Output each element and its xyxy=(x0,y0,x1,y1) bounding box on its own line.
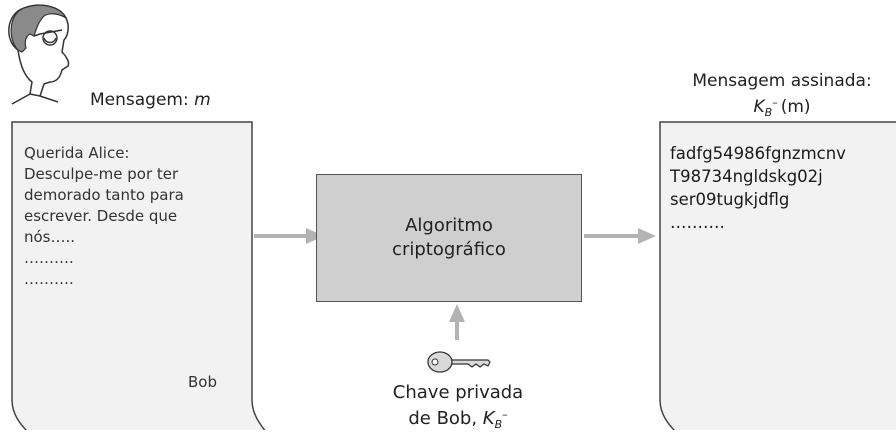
crypto-algorithm-box: Algoritmo criptográfico xyxy=(316,174,582,302)
message-line: Querida Alice: xyxy=(24,144,130,162)
algorithm-label-line2: criptográfico xyxy=(392,239,506,260)
arrow-key-to-algorithm xyxy=(449,304,465,340)
key-icon xyxy=(427,351,491,373)
signed-line: ………. xyxy=(670,213,725,232)
algorithm-label-line1: Algoritmo xyxy=(405,215,493,236)
message-line: nós….. xyxy=(24,228,76,246)
message-line: ………. xyxy=(24,270,74,288)
signed-line: fadfg54986fgnzmcnv xyxy=(670,144,846,163)
signed-message-body: fadfg54986fgnzmcnv T98734ngldskg02j ser0… xyxy=(670,142,892,234)
right-signed-document xyxy=(659,121,896,430)
key-label-line2: de Bob, KB– xyxy=(408,408,508,431)
signed-label-line1: Mensagem assinada: xyxy=(692,71,872,91)
left-message-label-var: m xyxy=(194,90,211,110)
message-line: Desculpe-me por ter xyxy=(24,165,179,183)
signed-line: ser09tugkjdflg xyxy=(670,190,790,209)
left-message-document xyxy=(11,121,266,430)
left-message-body: Querida Alice: Desculpe-me por ter demor… xyxy=(24,143,244,290)
signed-label-line2: KB–(m) xyxy=(753,96,811,119)
message-signature: Bob xyxy=(188,373,217,391)
message-line: ………. xyxy=(24,249,74,267)
person-avatar-icon xyxy=(8,4,70,105)
left-message-label-prefix: Mensagem: xyxy=(90,90,195,110)
private-key-label: Chave privada de Bob, KB– xyxy=(372,382,544,436)
key-label-line1: Chave privada xyxy=(392,382,524,403)
arrow-to-signed-message xyxy=(584,228,656,244)
signed-message-label: Mensagem assinada: KB–(m) xyxy=(672,70,892,124)
signed-line: T98734ngldskg02j xyxy=(670,167,823,186)
message-line: escrever. Desde que xyxy=(24,207,178,225)
arrow-to-algorithm xyxy=(254,228,324,244)
message-line: demorado tanto para xyxy=(24,186,184,204)
left-message-label: Mensagem: m xyxy=(90,90,211,110)
